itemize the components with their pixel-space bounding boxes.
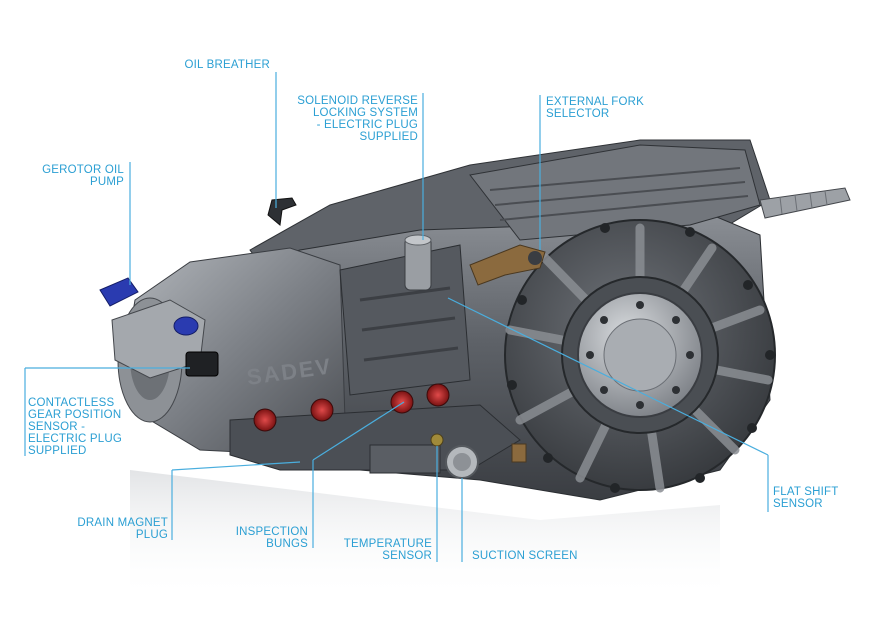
label-external-fork-selector: EXTERNAL FORK SELECTOR xyxy=(546,96,645,120)
hub-bolts xyxy=(586,301,694,409)
output-shaft xyxy=(759,187,851,219)
oil-breather-fitting xyxy=(267,197,297,226)
label-gerotor-oil-pump: GEROTOR OIL PUMP xyxy=(42,164,124,188)
inspection-bungs xyxy=(253,383,450,432)
leader-lines xyxy=(24,72,769,562)
gear-position-sensor xyxy=(185,351,219,377)
label-temperature-sensor: TEMPERATURE SENSOR xyxy=(343,538,432,562)
temperature-sensor-part xyxy=(430,433,444,447)
label-solenoid-reverse: SOLENOID REVERSE LOCKING SYSTEM - ELECTR… xyxy=(297,95,418,143)
floor-reflection xyxy=(130,470,720,600)
solenoid xyxy=(404,237,432,291)
plate-bolts xyxy=(507,223,775,493)
label-inspection-bungs: INSPECTION BUNGS xyxy=(235,526,308,550)
label-contactless-sensor: CONTACTLESS GEAR POSITION SENSOR - ELECT… xyxy=(28,397,122,457)
label-oil-breather: OIL BREATHER xyxy=(184,59,270,71)
label-suction-screen: SUCTION SCREEN xyxy=(472,550,578,562)
label-drain-magnet-plug: DRAIN MAGNET PLUG xyxy=(77,517,168,541)
blue-fitting-lower xyxy=(173,316,199,336)
fork-selector-lever xyxy=(469,244,546,286)
flat-shift-sensor xyxy=(511,443,527,463)
blue-fitting-upper xyxy=(99,277,139,307)
label-flat-shift-sensor: FLAT SHIFT SENSOR xyxy=(773,486,839,510)
